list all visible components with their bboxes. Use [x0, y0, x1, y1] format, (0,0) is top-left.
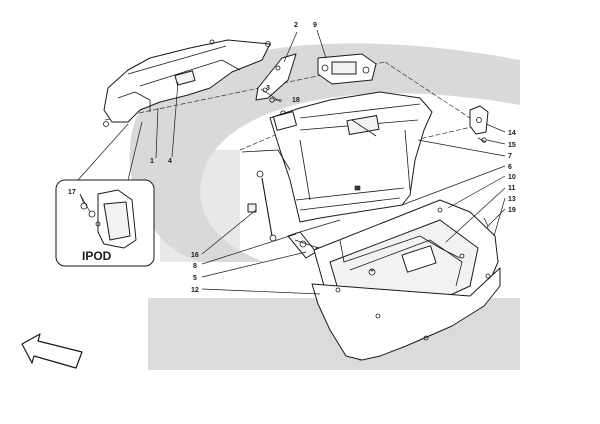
callout-14: 14 — [508, 130, 516, 137]
callout-8: 8 — [193, 263, 197, 270]
callout-15: 15 — [508, 142, 516, 149]
callout-5: 5 — [193, 275, 197, 282]
arrow-icon — [21, 333, 83, 369]
callout-7: 7 — [508, 153, 512, 160]
callout-19: 19 — [508, 207, 516, 214]
callout-labels: 2 9 3 18 1 4 14 15 7 6 10 11 13 19 16 8 … — [68, 22, 516, 294]
callout-1: 1 — [150, 158, 154, 165]
callout-2: 2 — [294, 22, 298, 29]
ipod-inset: IPOD — [55, 121, 155, 267]
hinge-bracket — [469, 105, 489, 135]
callout-16: 16 — [191, 252, 199, 259]
gas-strut — [247, 170, 277, 242]
callout-3: 3 — [266, 85, 270, 92]
leader-lines — [155, 29, 506, 295]
callout-12: 12 — [191, 287, 199, 294]
inset-title: IPOD — [82, 249, 112, 263]
callout-13: 13 — [508, 196, 516, 203]
glovebox-frame — [241, 91, 433, 233]
upper-bracket — [103, 39, 271, 127]
callout-9: 9 — [313, 22, 317, 29]
callout-4: 4 — [168, 158, 172, 165]
glovebox-door — [311, 199, 501, 361]
lock-assembly — [317, 53, 377, 85]
callout-10: 10 — [508, 174, 516, 181]
callout-11: 11 — [508, 185, 516, 192]
callout-18: 18 — [292, 97, 300, 104]
callout-6: 6 — [508, 164, 512, 171]
callout-17: 17 — [68, 189, 76, 196]
